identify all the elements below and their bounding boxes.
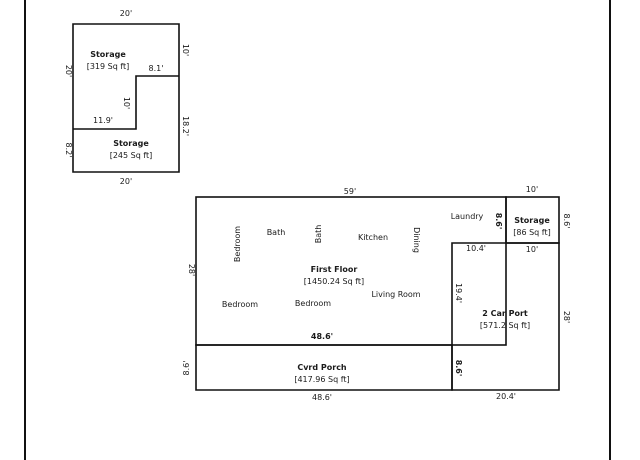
porch-name: Cvrd Porch (297, 363, 347, 372)
storage-interior-wall (73, 75, 179, 130)
carport-dim-top: 10.4' (466, 244, 486, 253)
storage-building-outline (72, 23, 180, 173)
main-house: 59' 10' 8.6' 8.6' 10' 10.4' 28' 19.4' 28… (182, 185, 571, 402)
storage-bottom-name: Storage (113, 139, 149, 148)
carport-outline (451, 242, 560, 391)
storage-top-dim-inner-bottom: 11.9' (93, 116, 113, 125)
storage-top-dim-left: 20' (64, 65, 73, 77)
storage-small-dim-bottom: 10' (526, 245, 538, 254)
carport-name: 2 Car Port (482, 309, 528, 318)
storage-small-name: Storage (514, 216, 550, 225)
storage-bottom-dim-bottom: 20' (120, 177, 132, 186)
storage-building: 20' 20' 10' 8.1' 10' 11.9' Storage [319 … (64, 9, 190, 186)
storage-top-area: [319 Sq ft] (87, 62, 130, 71)
storage-small-dim-top: 10' (526, 185, 538, 194)
room-bath-b: Bath (314, 225, 323, 244)
storage-small-dim-left: 8.6' (494, 213, 503, 230)
porch-outline (195, 344, 453, 391)
first-floor-area: [1450.24 Sq ft] (304, 277, 364, 286)
storage-bottom-dim-right: 18.2' (181, 116, 190, 136)
storage-top-name: Storage (90, 50, 126, 59)
storage-small-area: [86 Sq ft] (513, 228, 550, 237)
porch-dim-left: 8.6' (182, 361, 191, 376)
carport-dim-side: 19.4' (454, 283, 463, 303)
porch-area: [417.96 Sq ft] (294, 375, 349, 384)
porch-dim-bottom: 48.6' (312, 393, 332, 402)
room-living-room: Living Room (371, 290, 420, 299)
room-laundry: Laundry (451, 212, 484, 221)
storage-top-dim-top: 20' (120, 9, 132, 18)
first-floor-dim-bottom: 48.6' (311, 332, 333, 341)
carport-area: [571.2 Sq ft] (480, 321, 530, 330)
storage-small-dim-right: 8.6' (562, 214, 571, 229)
room-bath-a: Bath (267, 228, 286, 237)
storage-top-dim-step: 8.1' (149, 64, 164, 73)
carport-dim-right: 28' (562, 311, 571, 323)
storage-top-dim-right: 10' (181, 44, 190, 56)
storage-bottom-dim-left: 8.2' (64, 143, 73, 158)
storage-top-dim-inner-vertical: 10' (122, 97, 131, 109)
room-bedroom-b: Bedroom (222, 300, 258, 309)
carport-dim-bottom: 20.4' (496, 392, 516, 401)
first-floor-dim-left: 28' (187, 264, 196, 276)
room-dining: Dining (412, 227, 421, 253)
room-kitchen: Kitchen (358, 233, 388, 242)
room-bedroom-c: Bedroom (295, 299, 331, 308)
room-bedroom-a: Bedroom (233, 226, 242, 262)
porch-dim-right: 8.6' (454, 360, 463, 377)
first-floor-dim-top: 59' (344, 187, 356, 196)
first-floor-name: First Floor (311, 265, 358, 274)
storage-bottom-area: [245 Sq ft] (110, 151, 153, 160)
